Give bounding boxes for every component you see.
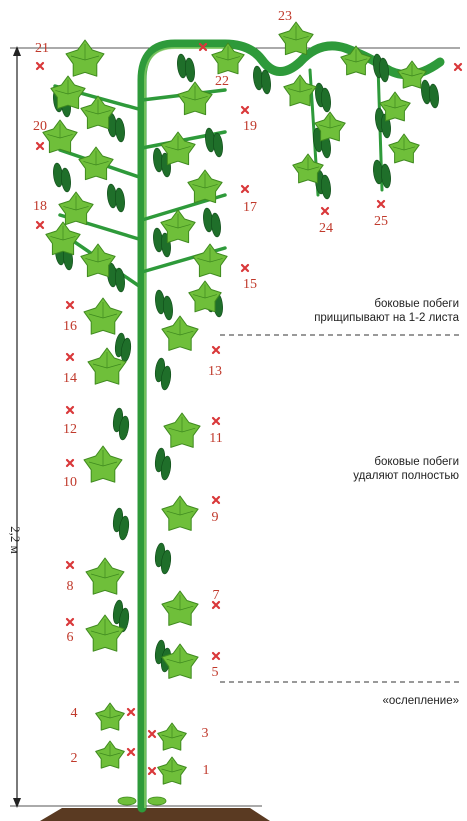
cross-mark-icon	[37, 143, 43, 149]
leaves	[43, 22, 426, 784]
cucumber	[114, 268, 125, 293]
pinch-zone-label: боковые побеги прищипывают на 1-2 листа	[314, 297, 459, 325]
soil-mound	[40, 808, 270, 821]
node-number: 14	[63, 371, 77, 386]
cucumber	[114, 118, 125, 143]
cucumber	[320, 88, 331, 113]
blind-zone-label: «ослепление»	[382, 694, 459, 708]
node-number: 5	[212, 665, 219, 680]
cucumber	[212, 133, 223, 158]
cucumber	[428, 84, 439, 109]
cross-mark-icon	[67, 562, 73, 568]
cross-mark-icon	[213, 418, 219, 424]
cross-mark-icon	[67, 619, 73, 625]
node-number: 7	[213, 588, 220, 603]
blind-zone-line1: «ослепление»	[382, 694, 459, 708]
node-number: 4	[71, 706, 78, 721]
cross-mark-icon	[213, 653, 219, 659]
pinch-zone-line2: прищипывают на 1-2 листа	[314, 311, 459, 325]
node-number: 9	[212, 510, 219, 525]
cucumber	[320, 175, 331, 200]
cross-mark-icon	[378, 201, 384, 207]
cross-mark-icon	[67, 407, 73, 413]
node-number: 10	[63, 475, 77, 490]
ruler-arrow-bottom	[13, 798, 21, 808]
cross-mark-icon	[213, 347, 219, 353]
pinch-zone-line1: боковые побеги	[314, 297, 459, 311]
cucumber	[184, 58, 195, 83]
cross-mark-icon	[242, 186, 248, 192]
node-number: 19	[243, 119, 257, 134]
cucumber	[60, 168, 71, 193]
node-number: 18	[33, 199, 47, 214]
cross-mark-icon	[322, 208, 328, 214]
cross-mark-icon	[242, 265, 248, 271]
cotyledon	[148, 797, 166, 805]
node-number: 17	[243, 200, 257, 215]
node-number: 11	[209, 431, 222, 446]
remove-zone-line1: боковые побеги	[353, 455, 459, 469]
node-number: 12	[63, 422, 77, 437]
height-label: 2,2 м	[8, 526, 23, 554]
node-number: 16	[63, 319, 77, 334]
ruler-arrow-top	[13, 46, 21, 56]
cross-mark-icon	[128, 709, 134, 715]
node-number: 1	[203, 763, 210, 778]
node-number: 15	[243, 277, 257, 292]
node-number: 3	[202, 726, 209, 741]
zone-dividers	[220, 335, 460, 682]
cotyledon	[118, 797, 136, 805]
cross-mark-icon	[37, 222, 43, 228]
node-number: 24	[319, 221, 333, 236]
cucumber	[162, 296, 173, 321]
cross-mark-icon	[213, 497, 219, 503]
cross-mark-icon	[37, 63, 43, 69]
remove-zone-label: боковые побеги удаляют полностью	[353, 455, 459, 483]
cucumber	[114, 188, 125, 213]
cross-mark-icon	[67, 460, 73, 466]
cucumber	[210, 213, 221, 238]
cross-mark-icon	[67, 302, 73, 308]
cross-mark-icon	[149, 768, 155, 774]
cross-mark-icon	[149, 731, 155, 737]
node-number: 6	[67, 630, 74, 645]
node-number: 25	[374, 214, 388, 229]
cross-mark-icon	[128, 749, 134, 755]
node-number: 23	[278, 9, 292, 24]
node-number: 21	[35, 41, 49, 56]
cucumber	[378, 58, 389, 83]
node-number: 8	[67, 579, 74, 594]
cross-mark-icon	[242, 107, 248, 113]
cross-mark-icon	[455, 64, 461, 70]
soil	[40, 808, 270, 821]
node-number: 22	[215, 74, 229, 89]
cross-mark-icon	[67, 354, 73, 360]
node-number: 13	[208, 364, 222, 379]
remove-zone-line2: удаляют полностью	[353, 469, 459, 483]
node-number: 20	[33, 119, 47, 134]
node-number: 2	[71, 751, 78, 766]
